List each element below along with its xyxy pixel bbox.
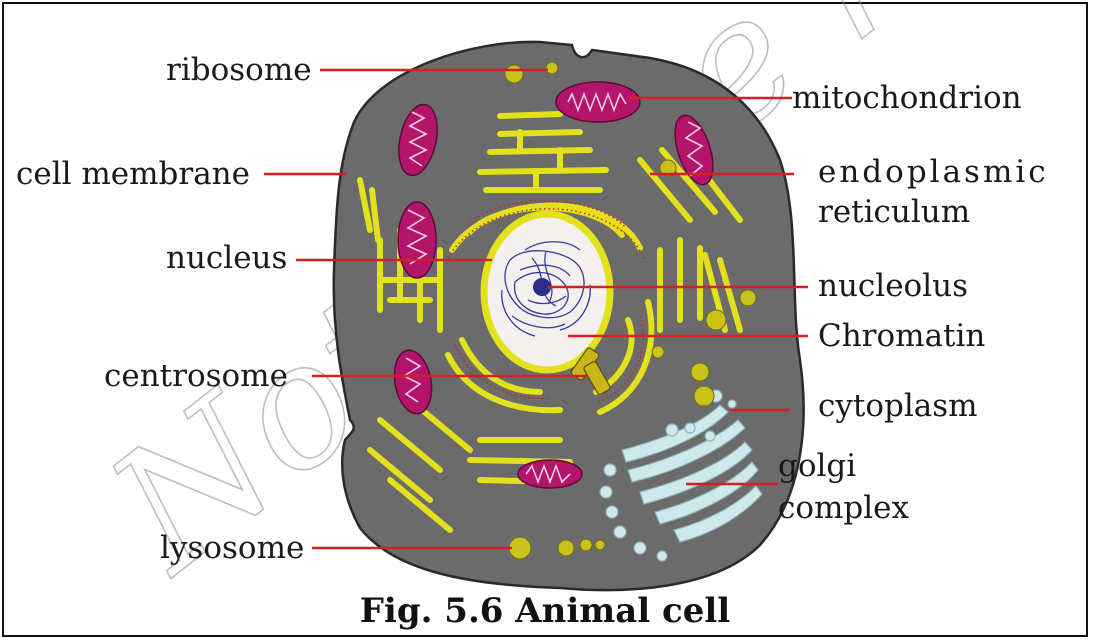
- label-mitochondrion: mitochondrion: [792, 80, 1022, 116]
- label-reticulum: reticulum: [818, 194, 970, 230]
- label-complex: complex: [778, 490, 910, 526]
- figure-caption: Fig. 5.6 Animal cell: [360, 591, 731, 631]
- label-nucleus: nucleus: [166, 240, 287, 276]
- label-cytoplasm: cytoplasm: [818, 388, 978, 424]
- nucleus-shape: [484, 214, 610, 370]
- label-endoplasmic: endoplasmic: [818, 154, 1049, 190]
- label-chromatin: Chromatin: [818, 318, 985, 354]
- label-golgi: golgi: [778, 448, 856, 484]
- label-ribosome: ribosome: [166, 52, 312, 88]
- label-centrosome: centrosome: [104, 358, 288, 394]
- label-nucleolus: nucleolus: [818, 268, 968, 304]
- label-cell-membrane: cell membrane: [16, 156, 250, 192]
- label-lysosome: lysosome: [160, 530, 304, 566]
